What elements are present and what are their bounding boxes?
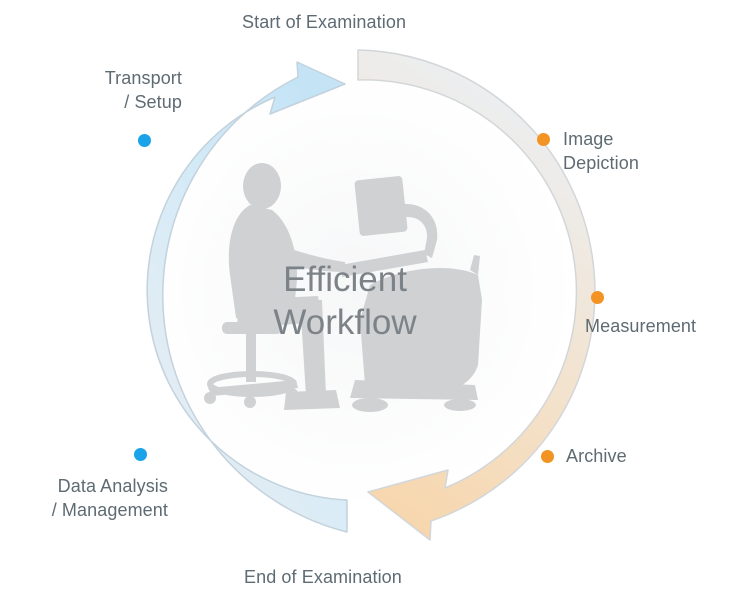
- end-label: End of Examination: [244, 567, 402, 587]
- step-label-line2: / Setup: [124, 92, 182, 112]
- step-data-analysis-management: Data Analysis / Management: [24, 474, 168, 522]
- orange-dot-marker: [537, 133, 550, 146]
- start-label: Start of Examination: [242, 12, 407, 32]
- blue-dot-marker: [138, 134, 151, 147]
- step-label-line1: Data Analysis: [57, 476, 168, 496]
- step-label-line1: Measurement: [585, 316, 697, 336]
- step-measurement: Measurement: [585, 314, 696, 338]
- step-transport-setup: Transport / Setup: [82, 66, 182, 114]
- step-label-line2: Depiction: [563, 153, 639, 173]
- step-label-line1: Archive: [566, 446, 627, 466]
- step-archive: Archive: [566, 444, 627, 468]
- center-title: Efficient Workflow: [225, 258, 465, 344]
- orange-dot-marker: [591, 291, 604, 304]
- step-label-line1: Transport: [104, 68, 182, 88]
- operator-at-workstation-silhouette-icon: [204, 163, 482, 412]
- step-label-line1: Image: [563, 129, 614, 149]
- ring-segment-left: [146, 61, 348, 533]
- center-title-line1: Efficient: [283, 260, 407, 299]
- center-title-line2: Workflow: [273, 303, 417, 342]
- step-label-line2: / Management: [51, 500, 168, 520]
- orange-dot-marker: [541, 450, 554, 463]
- blue-dot-marker: [134, 448, 147, 461]
- step-image-depiction: Image Depiction: [563, 127, 639, 175]
